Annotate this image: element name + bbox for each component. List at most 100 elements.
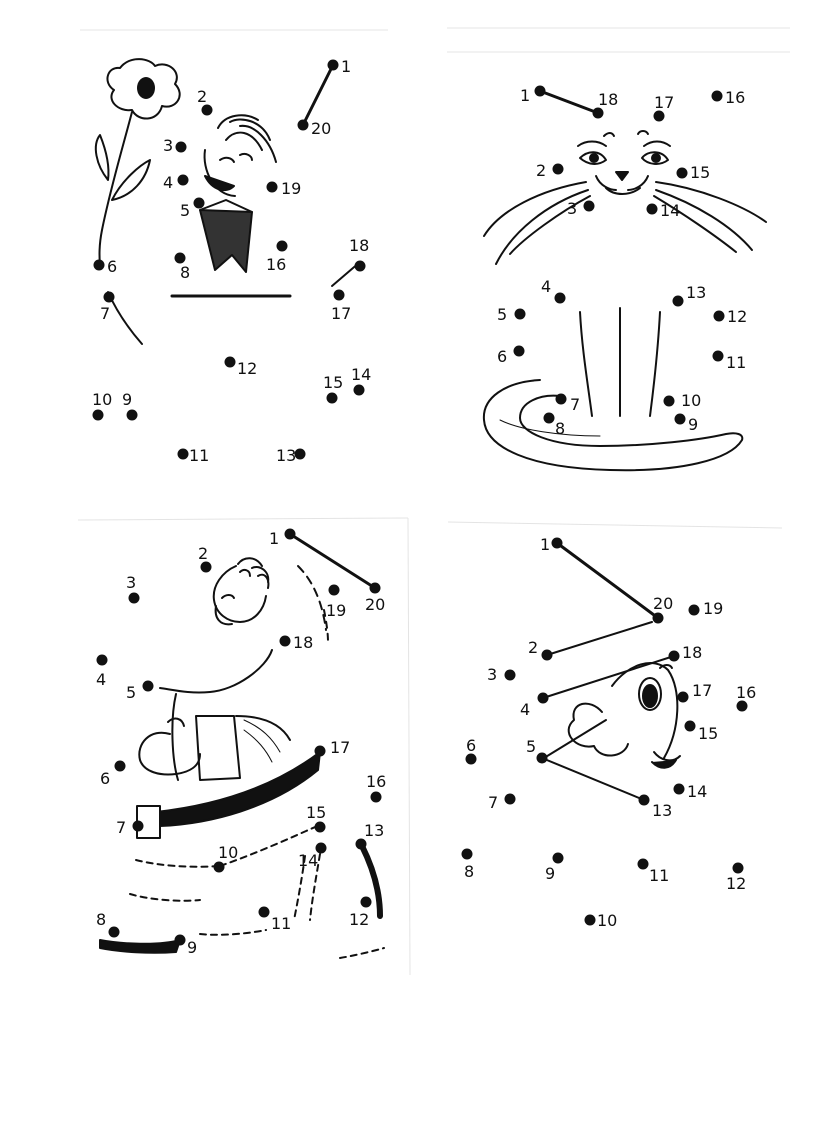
dot-number-label: 1: [269, 529, 279, 548]
dot-10: [213, 861, 225, 873]
dot-16: [736, 700, 748, 712]
dot-number-label: 2: [197, 87, 207, 106]
dot-number-label: 18: [682, 643, 702, 662]
dot-12: [732, 862, 744, 874]
panel-fish: [541, 541, 681, 801]
dot-14: [673, 783, 685, 795]
dot-number-label: 17: [692, 681, 712, 700]
dot-number-label: 12: [349, 910, 369, 929]
dot-6: [114, 760, 126, 772]
dot-9: [674, 413, 686, 425]
dot-15: [684, 720, 696, 732]
dot-9: [552, 852, 564, 864]
dot-13: [355, 838, 367, 850]
dot-17: [314, 745, 326, 757]
dot-number-label: 16: [725, 88, 745, 107]
dot-number-label: 9: [187, 938, 197, 957]
dot-10: [584, 914, 596, 926]
dot-15: [676, 167, 688, 179]
dot-number-label: 20: [653, 594, 673, 613]
dot-18: [279, 635, 291, 647]
dot-13: [672, 295, 684, 307]
dot-7: [132, 820, 144, 832]
dot-9: [126, 409, 138, 421]
dot-19: [266, 181, 278, 193]
dot-number-label: 17: [330, 738, 350, 757]
dot-12: [224, 356, 236, 368]
dot-2: [541, 649, 553, 661]
dot-number-label: 6: [466, 736, 476, 755]
dot-12: [360, 896, 372, 908]
dot-3: [504, 669, 516, 681]
dot-number-label: 13: [652, 801, 672, 820]
dot-number-label: 9: [122, 390, 132, 409]
dot-13: [294, 448, 306, 460]
dot-number-label: 6: [107, 257, 117, 276]
dot-number-label: 3: [487, 665, 497, 684]
dot-number-label: 1: [520, 86, 530, 105]
dot-number-label: 6: [497, 347, 507, 366]
dot-number-label: 12: [727, 307, 747, 326]
dot-17: [333, 289, 345, 301]
panel-boy-with-flower: [94, 58, 361, 345]
dot-19: [688, 604, 700, 616]
dot-number-label: 10: [681, 391, 701, 410]
dot-number-label: 20: [365, 595, 385, 614]
dot-20: [297, 119, 309, 131]
dot-7: [103, 291, 115, 303]
dot-number-label: 8: [464, 862, 474, 881]
dot-number-label: 13: [686, 283, 706, 302]
dot-number-label: 4: [541, 277, 551, 296]
dot-15: [314, 821, 326, 833]
dot-18: [354, 260, 366, 272]
dot-number-label: 14: [351, 365, 371, 384]
dot-number-label: 14: [660, 201, 680, 220]
dot-12: [713, 310, 725, 322]
dot-number-label: 2: [536, 161, 546, 180]
dot-number-label: 13: [276, 446, 296, 465]
dot-3: [583, 200, 595, 212]
dot-17: [653, 110, 665, 122]
dot-number-label: 7: [570, 395, 580, 414]
dot-14: [353, 384, 365, 396]
dot-16: [711, 90, 723, 102]
dot-number-label: 9: [688, 415, 698, 434]
fish-drawing: [541, 541, 681, 801]
dot-number-label: 12: [237, 359, 257, 378]
dot-number-label: 8: [180, 263, 190, 282]
dot-number-label: 10: [597, 911, 617, 930]
dot-4: [537, 692, 549, 704]
dot-1: [284, 528, 296, 540]
dot-5: [193, 197, 205, 209]
dot-number-label: 3: [567, 199, 577, 218]
dot-number-label: 15: [306, 803, 326, 822]
dot-number-label: 20: [311, 119, 331, 138]
dot-number-label: 1: [341, 57, 351, 76]
dot-10: [663, 395, 675, 407]
dot-number-label: 16: [266, 255, 286, 274]
dot-3: [128, 592, 140, 604]
dot-number-label: 19: [281, 179, 301, 198]
dot-8: [174, 252, 186, 264]
dot-20: [369, 582, 381, 594]
dot-number-label: 16: [736, 683, 756, 702]
dot-number-label: 14: [298, 851, 318, 870]
dot-number-label: 14: [687, 782, 707, 801]
cat-drawing: [482, 89, 767, 472]
panel-cat: [482, 89, 767, 472]
dot-number-label: 10: [92, 390, 112, 409]
dot-2: [552, 163, 564, 175]
dot-number-label: 11: [649, 866, 669, 885]
dot-16: [276, 240, 288, 252]
dot-number-label: 17: [654, 93, 674, 112]
dot-number-label: 7: [116, 818, 126, 837]
dot-5: [514, 308, 526, 320]
dot-1: [327, 59, 339, 71]
dot-16: [370, 791, 382, 803]
dot-number-label: 5: [180, 201, 190, 220]
dot-number-label: 6: [100, 769, 110, 788]
